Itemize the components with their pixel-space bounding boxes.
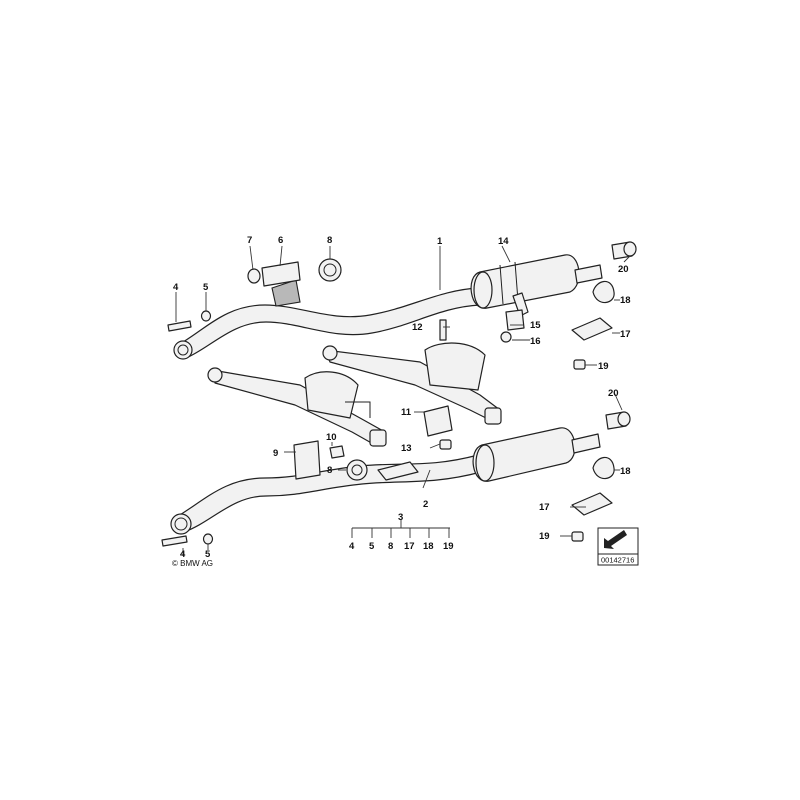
callout-20-upper: 20 (618, 264, 629, 275)
callout-3-group-19: 19 (443, 541, 454, 552)
callout-5-lower: 5 (205, 549, 211, 560)
seal-ring-8-lower (346, 459, 368, 481)
callout-15: 15 (530, 320, 541, 331)
reference-badge: 00142716 (597, 527, 639, 566)
rubber-13 (439, 439, 452, 450)
bracket-17-upper (571, 317, 613, 341)
lower-silencer (472, 427, 601, 482)
seal-ring-8-upper (318, 258, 342, 282)
callout-3-group-4: 4 (349, 541, 355, 552)
callout-1: 1 (437, 236, 443, 247)
reference-id: 00142716 (601, 556, 634, 565)
bolt-12 (439, 319, 447, 341)
callout-4-lower: 4 (180, 549, 186, 560)
callout-19-lower: 19 (539, 531, 550, 542)
callout-12: 12 (412, 322, 423, 333)
callout-3-group-8: 8 (388, 541, 393, 552)
bolt-4-upper (167, 320, 192, 332)
callout-3-group-17: 17 (404, 541, 415, 552)
bracket-9 (293, 440, 321, 480)
nut-5-upper (200, 310, 212, 322)
callout-4-upper: 4 (173, 282, 179, 293)
callout-3-group-5: 5 (369, 541, 375, 552)
rubber-mount-19-upper (573, 359, 586, 370)
hanger-18-lower (592, 456, 615, 480)
copyright-text: © BMW AG (172, 559, 213, 568)
callout-16: 16 (530, 336, 541, 347)
callout-labels: 1 2 3 4 5 6 7 8 14 20 18 17 19 12 15 16 … (173, 235, 631, 560)
callout-8-upper: 8 (327, 235, 332, 246)
callout-5-upper: 5 (203, 282, 209, 293)
callout-20-lower: 20 (608, 388, 619, 399)
callout-17-lower: 17 (539, 502, 550, 513)
rear-crossmember-upper (322, 342, 502, 425)
callout-18-upper: 18 (620, 295, 631, 306)
callout-2: 2 (423, 499, 428, 510)
callout-11: 11 (401, 407, 412, 418)
ring-7 (247, 268, 261, 284)
callout-10: 10 (326, 432, 337, 443)
callout-3-group-18: 18 (423, 541, 434, 552)
clamp-6 (261, 261, 301, 287)
bracket-15 (505, 309, 525, 331)
hanger-18-upper (592, 280, 615, 304)
bracket-11 (423, 405, 453, 437)
nut-16 (500, 331, 512, 343)
lower-exhaust-pipe (170, 454, 482, 535)
callout-3: 3 (398, 512, 403, 523)
callout-13: 13 (401, 443, 412, 454)
bracket-17-lower (571, 492, 613, 516)
callout-19-upper: 19 (598, 361, 609, 372)
callout-6: 6 (278, 235, 283, 246)
callout-8-middle: 8 (327, 465, 332, 476)
bolt-10 (329, 445, 345, 459)
callout-17-upper: 17 (620, 329, 631, 340)
callout-14: 14 (498, 236, 509, 247)
leader-lines (175, 245, 631, 556)
callout-7: 7 (247, 235, 252, 246)
nut-5-lower (202, 533, 214, 545)
callout-18-lower: 18 (620, 466, 631, 477)
upper-silencer (470, 254, 603, 317)
rear-crossmember-lower (207, 367, 387, 447)
rubber-mount-19-lower (571, 531, 584, 542)
callout-9: 9 (273, 448, 278, 459)
direction-arrow-icon (604, 530, 627, 549)
bolt-4-lower (161, 535, 188, 547)
